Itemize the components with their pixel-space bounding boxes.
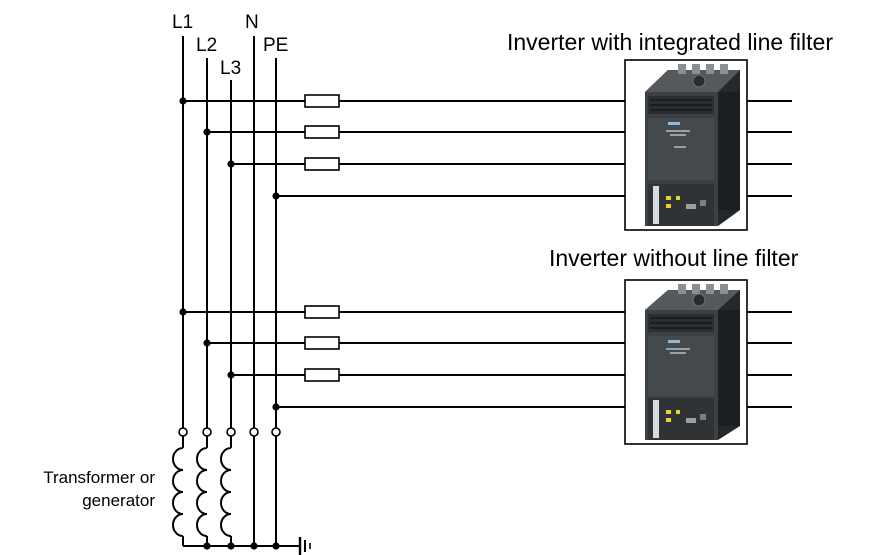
lower-inverter-title: Inverter without line filter [549, 245, 799, 271]
common-ground-connection [183, 542, 300, 550]
fuse-icon [304, 336, 340, 350]
lower-inverter-icon [624, 279, 748, 445]
bus-label-l3: L3 [220, 58, 241, 79]
fuse-icon [304, 157, 340, 171]
bus-label-n: N [245, 12, 259, 33]
upper-inverter-icon [624, 59, 748, 231]
fuse-icon [304, 368, 340, 382]
bus-label-l2: L2 [196, 35, 217, 56]
upper-inverter-title: Inverter with integrated line filter [507, 29, 833, 55]
ground-icon [298, 537, 311, 555]
fuse-icon [304, 305, 340, 319]
junction-dots [179, 97, 280, 411]
source-label-line1: Transformer or [43, 468, 155, 487]
bus-label-pe: PE [263, 35, 288, 56]
source-label-line2: generator [82, 491, 155, 510]
fuse-icon [304, 125, 340, 139]
upper-fuses [304, 94, 340, 171]
terminal-icons [178, 427, 281, 437]
fuse-icon [304, 94, 340, 108]
lower-fuses [304, 305, 340, 382]
bus-label-l1: L1 [172, 12, 193, 33]
transformer-coil-icons [172, 436, 277, 546]
